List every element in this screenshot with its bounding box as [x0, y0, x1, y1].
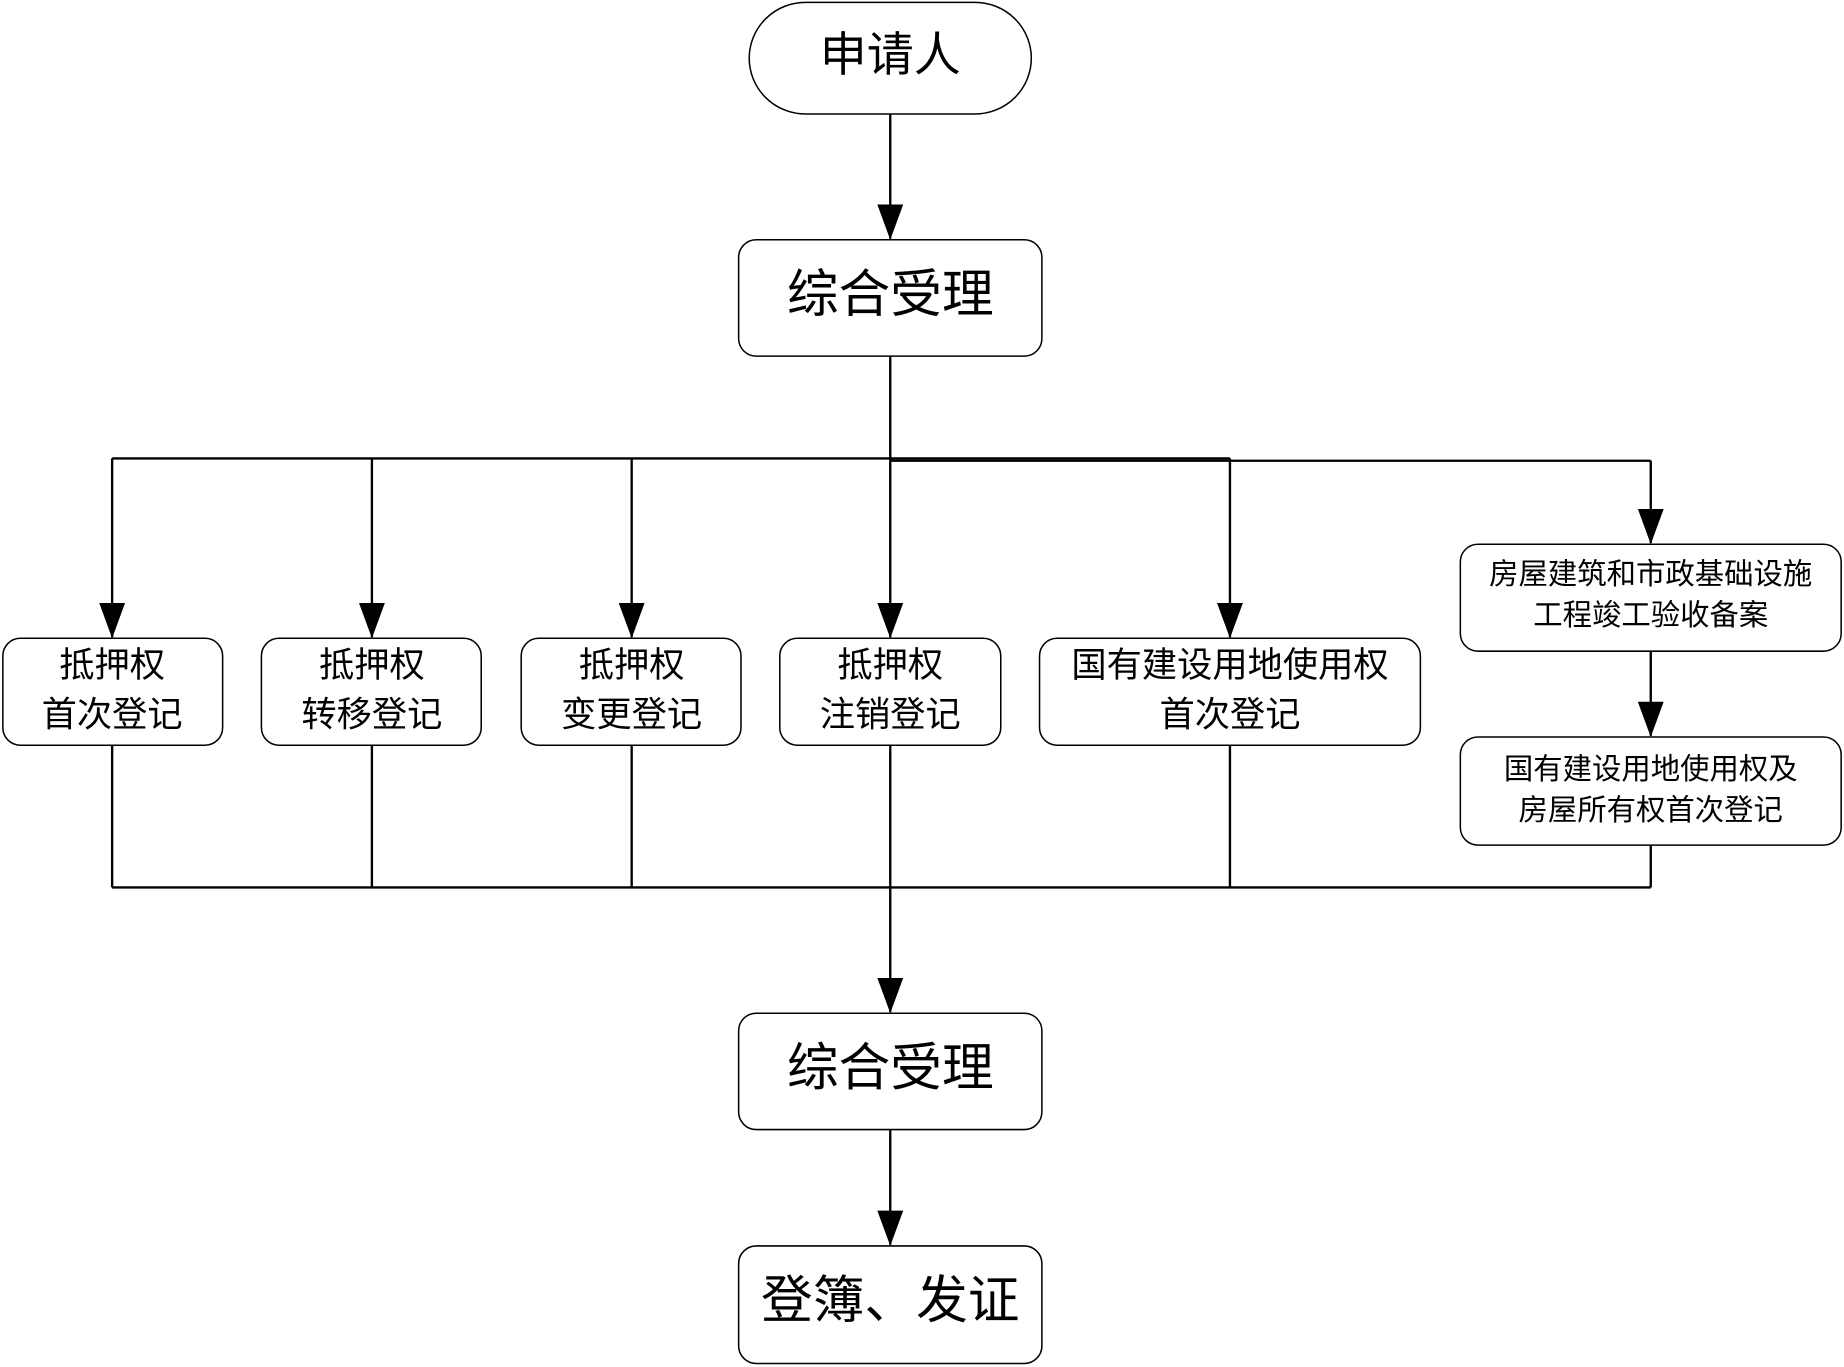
- branch-label-line1: 抵押权: [319, 645, 425, 686]
- branch-label-line1: 抵押权: [837, 645, 943, 686]
- accept-bottom-node: 综合受理: [737, 1012, 1043, 1131]
- branch-mortgage-first: 抵押权 首次登记: [2, 637, 224, 746]
- registration-label-line2: 房屋所有权首次登记: [1519, 793, 1783, 827]
- branch-mortgage-transfer: 抵押权 转移登记: [260, 637, 482, 746]
- merge-connectors: [110, 745, 1652, 1014]
- branch-mortgage-cancel: 抵押权 注销登记: [779, 637, 1002, 746]
- start-node: 申请人: [748, 1, 1033, 115]
- split-connectors: [99, 356, 1664, 639]
- accept-top-label: 综合受理: [787, 265, 994, 325]
- start-label: 申请人: [820, 28, 961, 83]
- branch-land-use-first: 国有建设用地使用权 首次登记: [1038, 637, 1422, 746]
- branch-mortgage-change: 抵押权 变更登记: [520, 637, 742, 746]
- end-node: 登簿、发证: [737, 1245, 1043, 1365]
- filing-label-line2: 工程竣工验收备案: [1533, 598, 1768, 632]
- branch-completion-filing: 房屋建筑和市政基础设施 工程竣工验收备案: [1459, 543, 1842, 652]
- accept-top-node: 综合受理: [737, 239, 1043, 357]
- branch-label-line2: 首次登记: [1159, 694, 1300, 735]
- registration-label-line1: 国有建设用地使用权及: [1504, 752, 1798, 786]
- branch-label-line2: 变更登记: [561, 694, 702, 735]
- branch-label-line2: 注销登记: [820, 694, 961, 735]
- branch-label-line2: 首次登记: [42, 694, 183, 735]
- branch-label-line2: 转移登记: [301, 694, 442, 735]
- branch-label-line1: 国有建设用地使用权: [1071, 645, 1388, 686]
- branch-label-line1: 抵押权: [59, 645, 165, 686]
- branch-land-house-first: 国有建设用地使用权及 房屋所有权首次登记: [1459, 736, 1842, 846]
- accept-bottom-label: 综合受理: [787, 1038, 994, 1098]
- branch-label-line1: 抵押权: [579, 645, 685, 686]
- end-label: 登簿、发证: [761, 1271, 1020, 1331]
- filing-label-line1: 房屋建筑和市政基础设施: [1489, 557, 1812, 591]
